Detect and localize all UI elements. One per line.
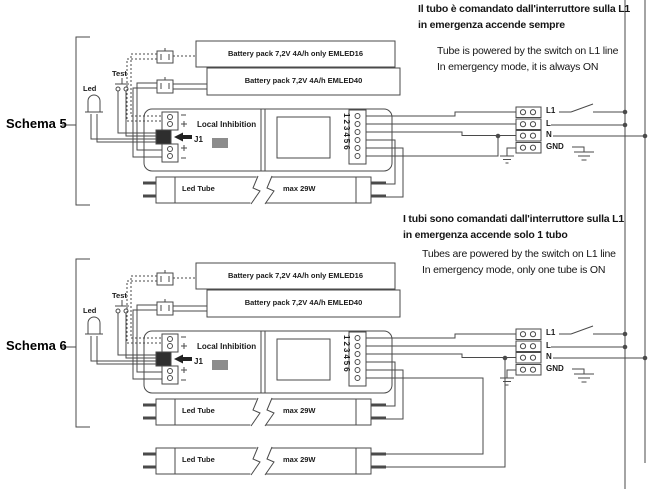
test-label: Test (112, 69, 127, 78)
battery-pack-40-label: Battery pack 7,2V 4A/h EMLED40 (244, 298, 363, 308)
mains-bus-lines (624, 0, 646, 489)
battery-pack-40-label: Battery pack 7,2V 4A/h EMLED40 (244, 76, 363, 86)
schema5-note-english-line2: In emergency mode, it is always ON (437, 61, 599, 73)
local-inhibition-label: Local Inhibition (197, 120, 257, 129)
terminal-n-label: N (546, 352, 552, 361)
schema5-note-english-line1: Tube is powered by the switch on L1 line (437, 45, 619, 57)
schema6-led-tube-2 (141, 445, 388, 477)
terminal-l-label: L (546, 340, 551, 350)
led-tube-label: Led Tube (182, 455, 215, 464)
max-power-label: max 29W (283, 184, 316, 193)
led-label: Led (83, 84, 97, 93)
j1-label: J1 (194, 135, 203, 144)
terminal-n-label: N (546, 130, 552, 139)
schema6-note-italian-line2: in emergenza accende solo 1 tubo (403, 229, 568, 241)
terminal-l1-label: L1 (546, 106, 556, 115)
schema6-note-english-line2: In emergency mode, only one tube is ON (422, 264, 606, 276)
local-inhibition-label: Local Inhibition (197, 342, 257, 351)
max-power-label: max 29W (283, 406, 316, 415)
led-tube-label: Led Tube (182, 184, 215, 193)
led-tube-label: Led Tube (182, 406, 215, 415)
schema5-led-tube (141, 174, 388, 206)
terminal-l-label: L (546, 118, 551, 128)
schema6-note-english-line1: Tubes are powered by the switch on L1 li… (422, 248, 616, 260)
schema6-led-tube-1 (141, 396, 388, 428)
schema6-label: Schema 6 (6, 338, 67, 353)
j1-label: J1 (194, 357, 203, 366)
schema5-extra-wires (366, 133, 501, 157)
schema5-note-italian-line2: in emergenza accende sempre (418, 19, 565, 31)
led-label: Led (83, 306, 97, 315)
terminal-gnd-label: GND (546, 141, 564, 151)
schema6-note-italian-line1: I tubi sono comandati dall'interruttore … (403, 213, 625, 225)
test-label: Test (112, 291, 127, 300)
max-power-label: max 29W (283, 455, 316, 464)
terminal-l1-label: L1 (546, 328, 556, 337)
terminal-numbers: 123456 (342, 335, 351, 374)
terminal-numbers: 123456 (342, 113, 351, 152)
schema6-extra-wires (366, 355, 508, 468)
schema5-label: Schema 5 (6, 116, 67, 131)
battery-pack-16-label: Battery pack 7,2V 4A/h only EMLED16 (227, 270, 364, 280)
terminal-gnd-label: GND (546, 363, 564, 373)
battery-pack-16-label: Battery pack 7,2V 4A/h only EMLED16 (227, 48, 364, 58)
schema5-note-italian-line1: Il tubo è comandato dall'interruttore su… (418, 3, 631, 15)
